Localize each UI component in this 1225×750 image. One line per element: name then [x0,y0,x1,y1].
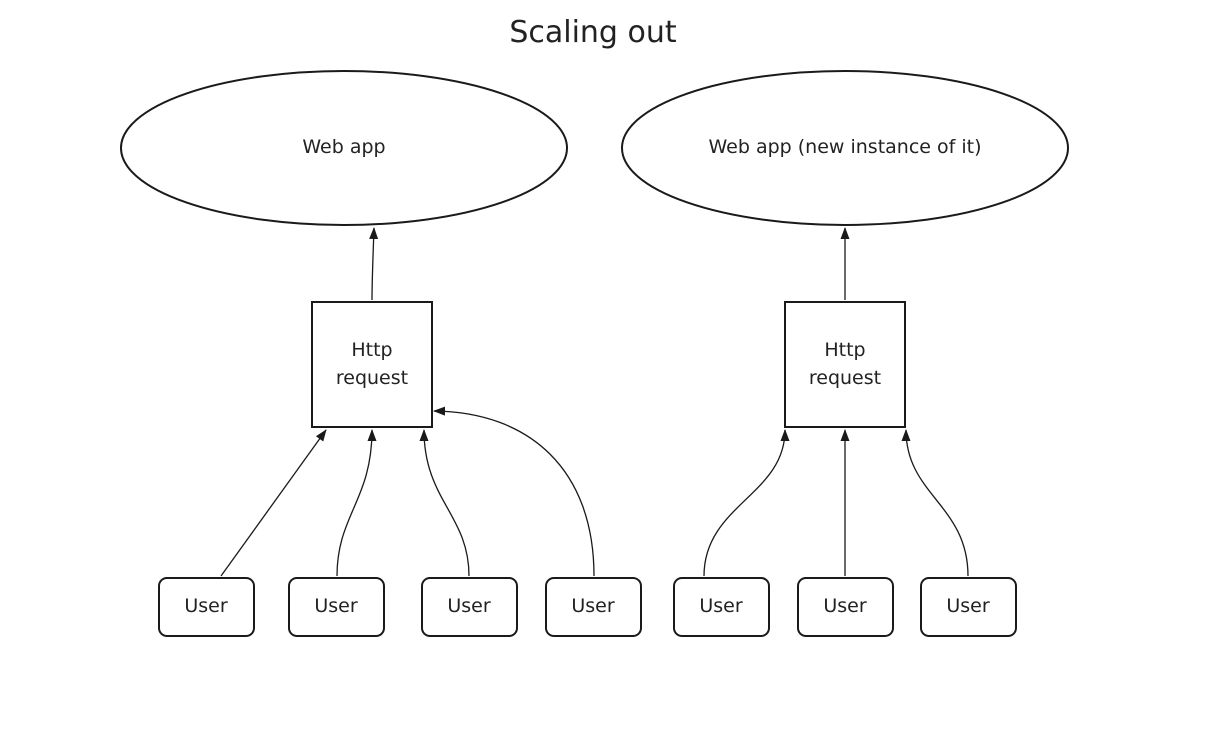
user-box [158,577,255,637]
http-request-node-left: Http request [311,301,433,428]
web-app-ellipse [120,70,568,226]
user-box [288,577,385,637]
user-label: User [314,595,357,617]
user-node: User [158,577,255,637]
http-request-node-right: Http request [784,301,906,428]
http-request-label-left-line2: request [336,367,408,389]
user-box [673,577,770,637]
diagram-title: Scaling out [509,15,677,50]
web-app-new-instance-node: Web app (new instance of it) [621,70,1069,226]
connector-arrow [419,429,470,577]
user-node: User [545,577,642,637]
user-box [797,577,894,637]
connector-arrow [703,429,790,577]
connector-arrow [901,429,969,577]
user-node: User [421,577,518,637]
user-node: User [288,577,385,637]
user-box [421,577,518,637]
user-label: User [447,595,490,617]
http-request-label-left-line1: Http [351,339,392,361]
web-app-new-instance-ellipse [621,70,1069,226]
web-app-label: Web app [302,136,385,158]
http-request-label-right-line1: Http [824,339,865,361]
http-request-box-right [784,301,906,428]
connector-arrow [433,406,595,577]
connector-arrow [369,227,379,301]
user-label: User [571,595,614,617]
http-request-box-left [311,301,433,428]
connector-arrow [336,429,377,577]
user-node: User [797,577,894,637]
http-request-label-right-line2: request [809,367,881,389]
user-node: User [920,577,1017,637]
web-app-node: Web app [120,70,568,226]
connector-arrow [220,429,327,577]
user-label: User [823,595,866,617]
user-label: User [184,595,227,617]
web-app-new-instance-label: Web app (new instance of it) [708,136,981,158]
user-label: User [946,595,989,617]
user-node: User [673,577,770,637]
user-box [545,577,642,637]
user-box [920,577,1017,637]
user-label: User [699,595,742,617]
